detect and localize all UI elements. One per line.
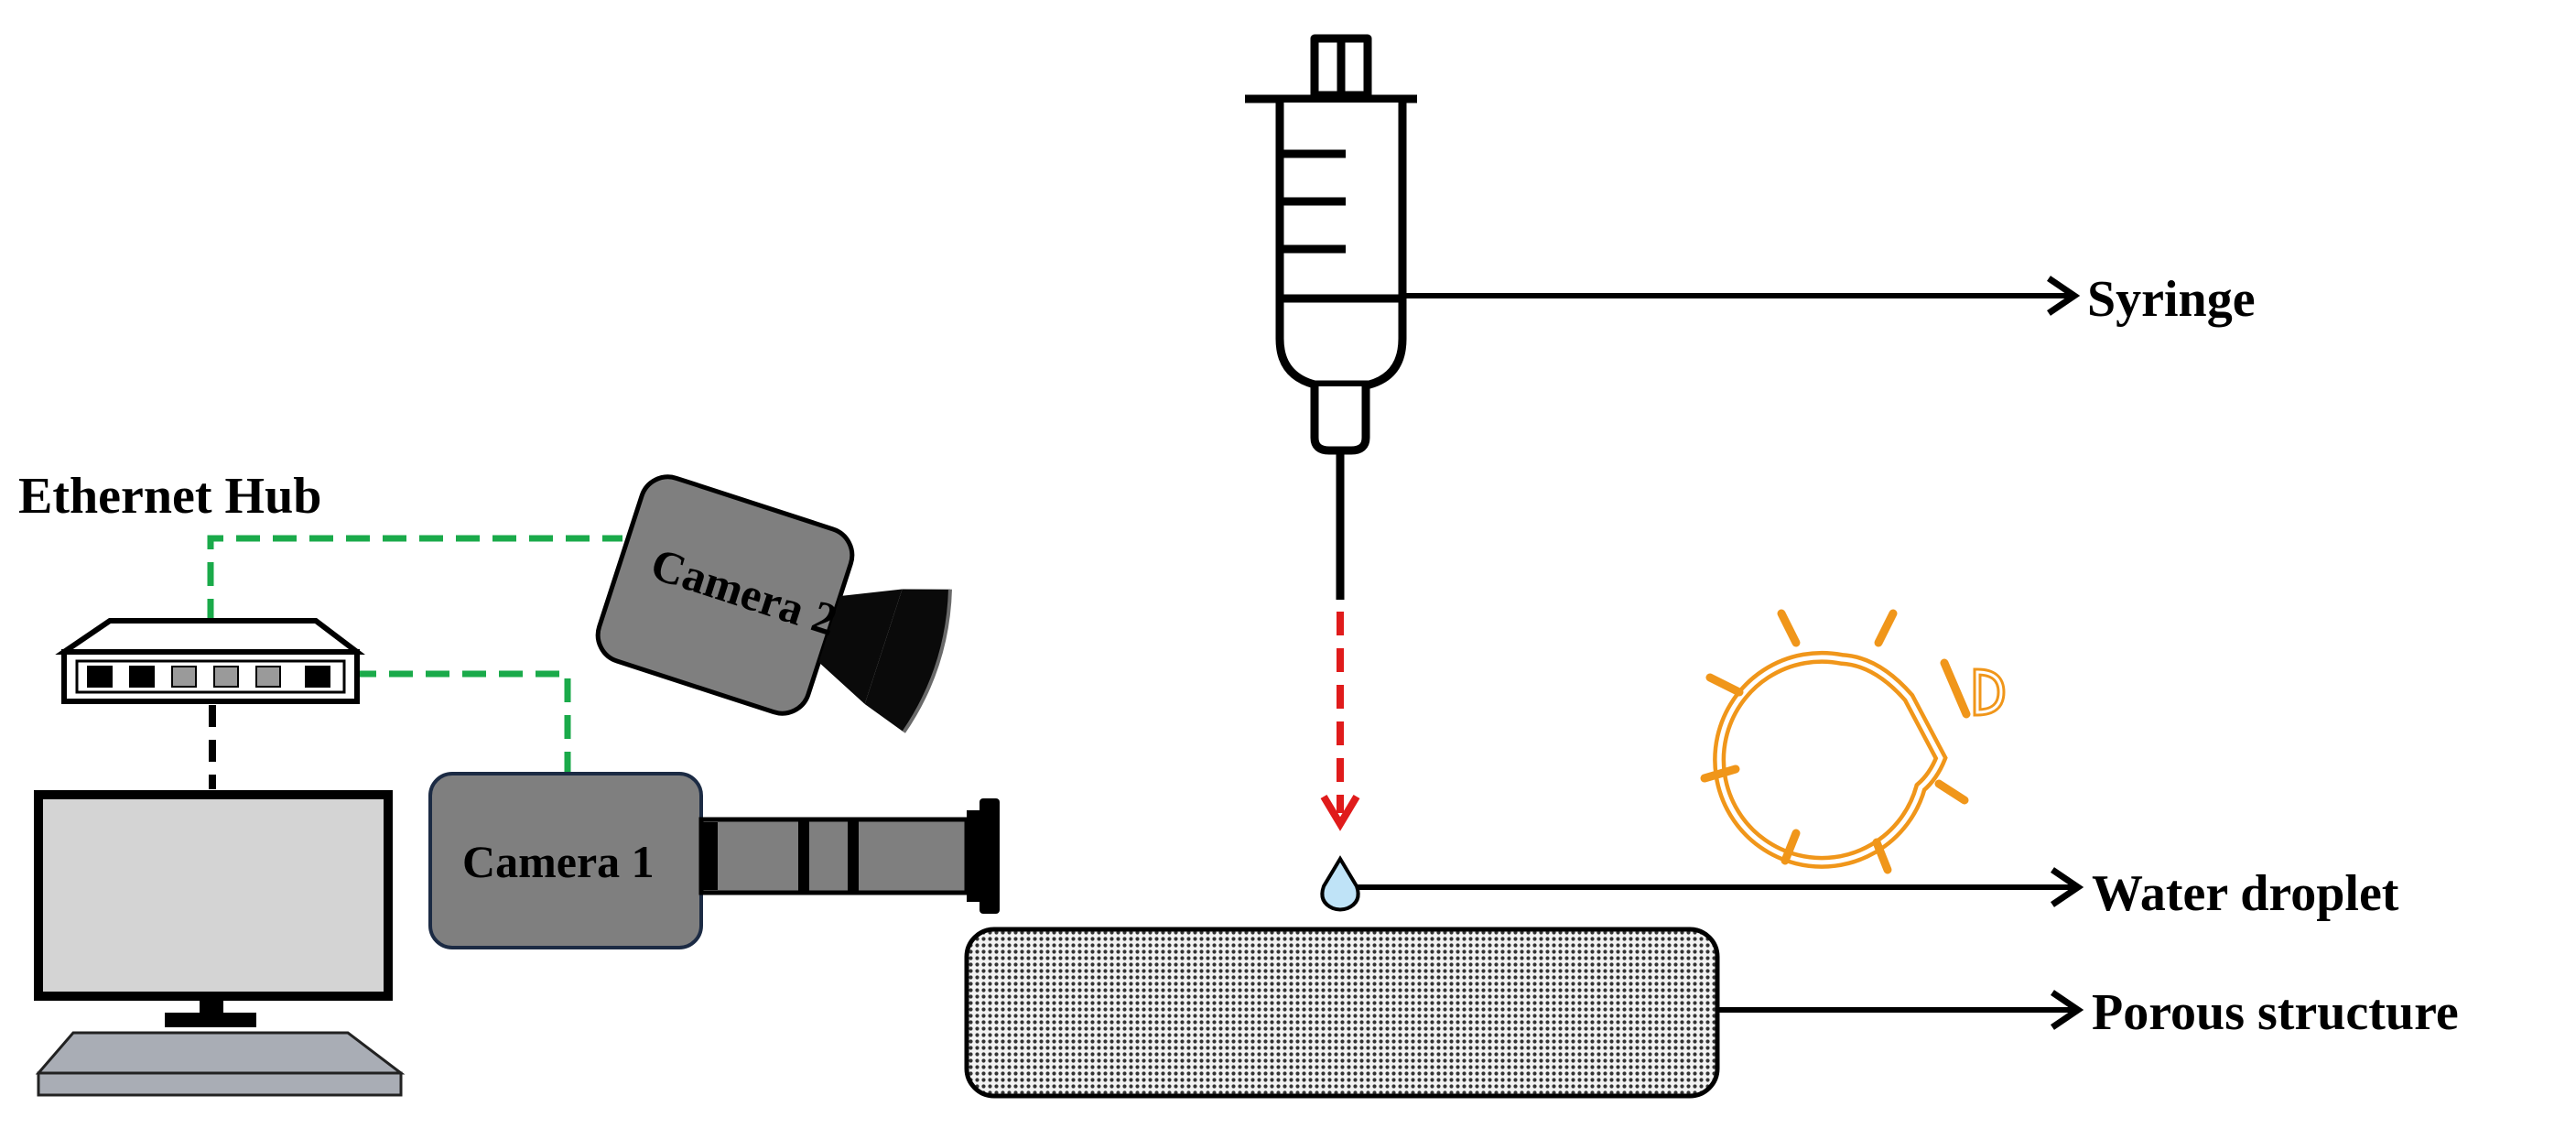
label-pointers bbox=[1357, 276, 2084, 1030]
hub-to-camera2-cable bbox=[207, 535, 622, 623]
syringe-icon bbox=[1245, 34, 1417, 600]
water-droplet-label: Water droplet bbox=[2092, 865, 2399, 922]
syringe-label: Syringe bbox=[2087, 271, 2256, 328]
ethernet-hub-icon bbox=[55, 618, 365, 704]
drop-path-arrowhead bbox=[1320, 794, 1360, 831]
porous-structure-block bbox=[964, 927, 1720, 1099]
network-cables bbox=[207, 535, 622, 774]
camera-1-label: Camera 1 bbox=[462, 836, 655, 887]
light-bulb-icon bbox=[1700, 609, 2006, 874]
computer-icon bbox=[34, 790, 406, 1097]
porous-structure-label: Porous structure bbox=[2092, 984, 2459, 1041]
hub-to-camera1-cable bbox=[352, 670, 571, 774]
camera-icon bbox=[595, 474, 952, 733]
camera-icon bbox=[428, 772, 1000, 949]
water-droplet-icon bbox=[1320, 855, 1360, 912]
ethernet-hub-label: Ethernet Hub bbox=[18, 468, 321, 525]
